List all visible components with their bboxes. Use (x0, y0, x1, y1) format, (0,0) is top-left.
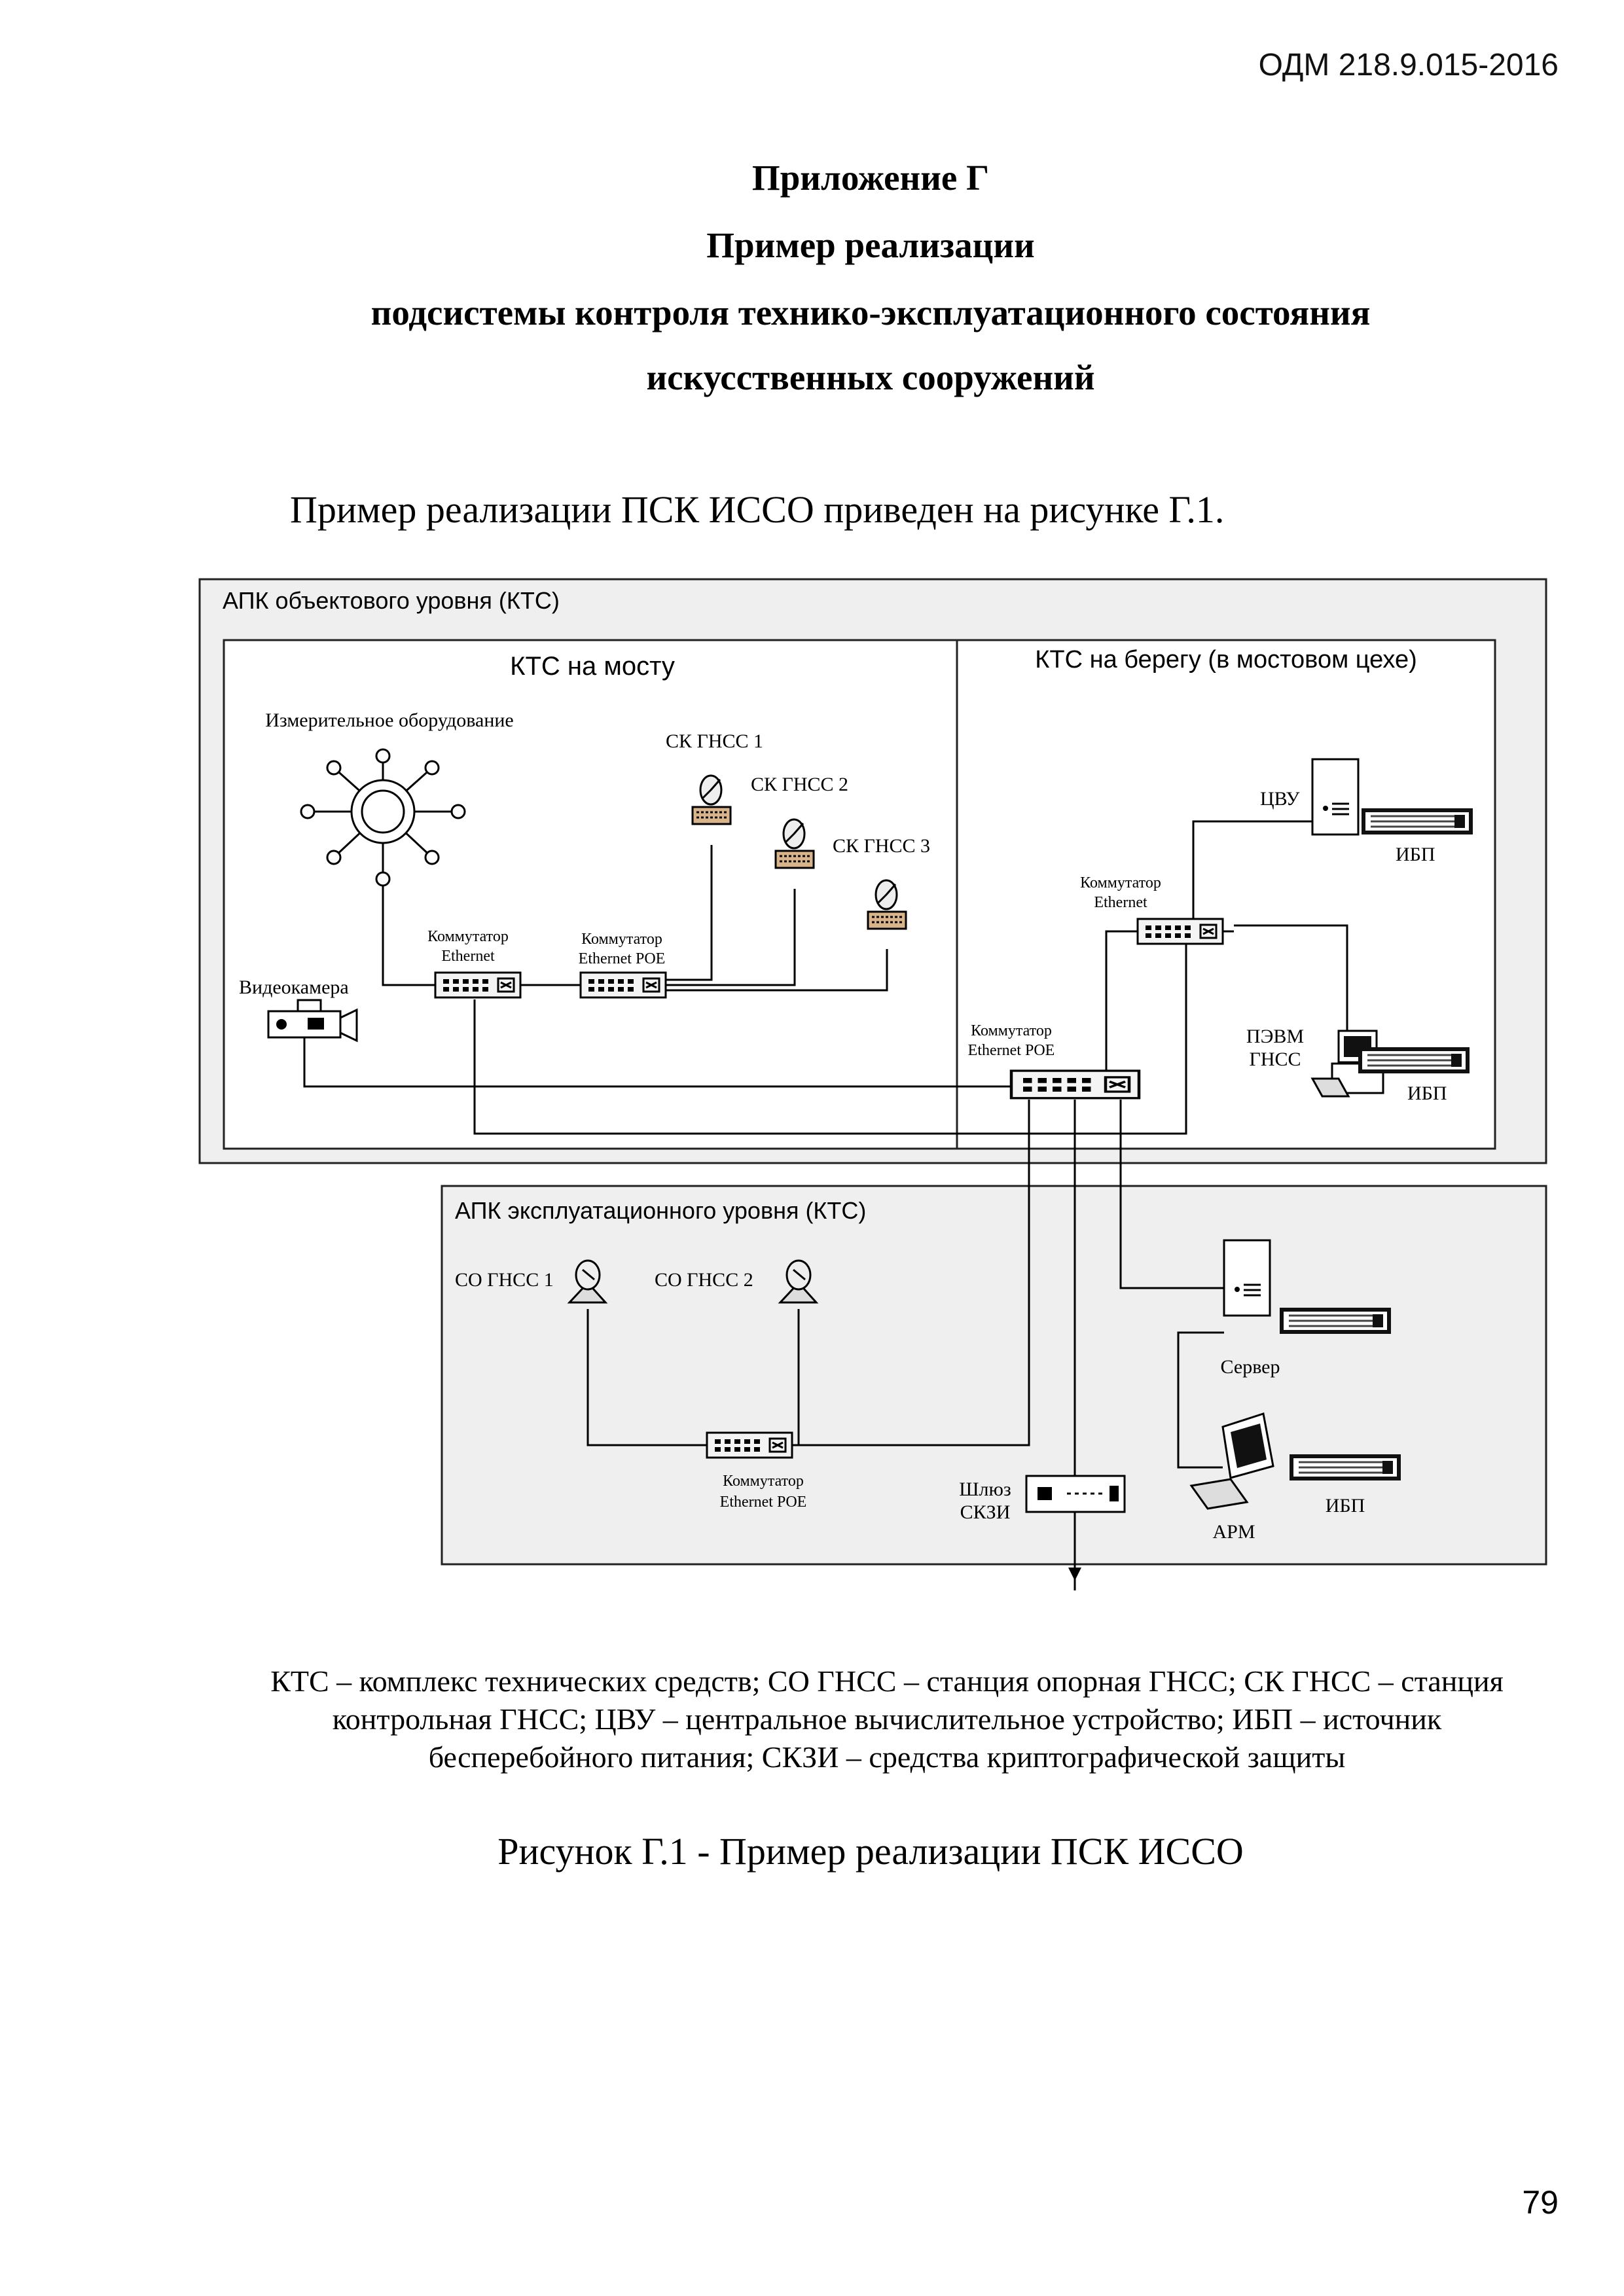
operational-level-label: АПК эксплуатационного уровня (КТС) (455, 1197, 866, 1224)
operational-switch-label: Коммутатор (723, 1473, 804, 1490)
legend-line-3: бесперебойного питания; СКЗИ – средства … (428, 1740, 1346, 1774)
ups-1-icon (1360, 807, 1474, 836)
so-gnss-2-label: СО ГНСС 2 (655, 1269, 753, 1291)
document-code: ОДМ 218.9.015-2016 (1258, 48, 1559, 82)
appendix-subtitle-line3: искусственных сооружений (646, 357, 1095, 397)
bridge-kts-label: КТС на мосту (510, 652, 675, 681)
pevm-label-2: ГНСС (1249, 1049, 1301, 1070)
shore-switch-icon (1136, 918, 1224, 945)
sk-gnss-1-label: СК ГНСС 1 (666, 730, 763, 752)
so-gnss-1-label: СО ГНСС 1 (455, 1269, 554, 1291)
arm-label: АРМ (1212, 1521, 1255, 1543)
server-label: Сервер (1221, 1356, 1280, 1378)
camera-label: Видеокамера (239, 977, 349, 998)
bridge-kts-box (223, 639, 958, 1150)
bridge-switch-icon (434, 971, 522, 999)
cvu-label: ЦВУ (1260, 788, 1300, 810)
arm-workstation-icon (1189, 1412, 1274, 1510)
bridge-poe-switch-label: Коммутатор (581, 931, 662, 948)
gateway-label-2: СКЗИ (960, 1501, 1011, 1523)
ups-3-icon (1288, 1453, 1402, 1482)
appendix-title: Приложение Г (751, 158, 990, 198)
measuring-equipment-label: Измерительное оборудование (265, 709, 514, 731)
intro-paragraph: Пример реализации ПСК ИССО приведен на р… (290, 488, 1225, 531)
bridge-poe-switch-icon (579, 971, 667, 999)
shore-poe-switch-label-2: Ethernet POE (968, 1042, 1055, 1059)
ups-2-icon (1357, 1046, 1471, 1075)
operational-level-box (441, 1185, 1547, 1566)
sk-gnss-3-label: СК ГНСС 3 (833, 835, 930, 857)
gateway-icon (1025, 1475, 1126, 1513)
measuring-equipment-icon (300, 748, 466, 887)
appendix-subtitle-line2: подсистемы контроля технико-эксплуатацио… (370, 293, 1371, 332)
cvu-tower-icon (1311, 758, 1360, 836)
shore-poe-switch-label: Коммутатор (971, 1022, 1052, 1039)
ups-server-icon (1278, 1306, 1392, 1335)
shore-poe-switch-icon (1011, 1071, 1139, 1098)
video-camera-icon (267, 999, 358, 1043)
operational-switch-icon (706, 1431, 793, 1459)
operational-switch-label-2: Ethernet POE (720, 1494, 807, 1511)
so-gnss-2-antenna-icon (778, 1259, 819, 1304)
legend-line-1: КТС – комплекс технических средств; СО Г… (270, 1664, 1504, 1698)
page-number: 79 (1522, 2184, 1559, 2221)
server-tower-icon (1223, 1239, 1271, 1317)
ups-1-label: ИБП (1396, 844, 1435, 865)
so-gnss-1-antenna-icon (567, 1259, 608, 1304)
shore-kts-label: КТС на берегу (в мостовом цехе) (1035, 646, 1417, 673)
ups-2-label: ИБП (1407, 1083, 1447, 1104)
arrow-down-icon (1068, 1568, 1081, 1581)
bridge-switch-label-2: Ethernet (441, 948, 495, 965)
appendix-subtitle: Пример реализации (706, 225, 1035, 265)
bridge-switch-label: Коммутатор (427, 928, 509, 945)
legend-line-2: контрольная ГНСС; ЦВУ – центральное вычи… (332, 1702, 1442, 1736)
pevm-label: ПЭВМ (1246, 1026, 1304, 1047)
sk-gnss-2-label: СК ГНСС 2 (751, 774, 848, 795)
diagram-legend: КТС – комплекс технических средств; СО Г… (170, 1662, 1604, 1776)
shore-switch-label: Коммутатор (1080, 874, 1161, 891)
bridge-poe-switch-label-2: Ethernet POE (579, 950, 666, 967)
gateway-label: Шлюз (959, 1479, 1011, 1500)
object-level-label: АПК объектового уровня (КТС) (223, 587, 560, 614)
shore-switch-label-2: Ethernet (1094, 894, 1147, 911)
figure-caption: Рисунок Г.1 - Пример реализации ПСК ИССО (497, 1830, 1244, 1873)
ups-3-label: ИБП (1326, 1495, 1365, 1516)
